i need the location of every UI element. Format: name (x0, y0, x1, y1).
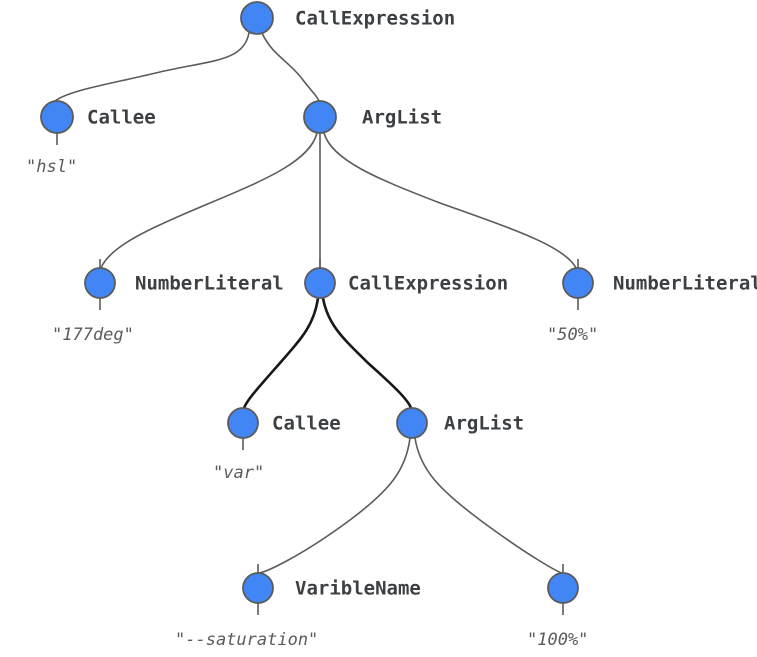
node-label: NumberLiteral (135, 273, 284, 295)
edges-layer (54, 32, 577, 574)
tree-node-arglist-n2[interactable]: ArgList (303, 100, 442, 134)
nodes-layer: CallExpressionCallee"hsl"ArgListNumberLi… (26, 1, 757, 650)
node-value-label: "100%" (527, 630, 588, 650)
tree-edge-n7-to-n9 (414, 437, 563, 574)
node-circle-icon[interactable] (240, 1, 274, 35)
tree-node-numberliteral-n5[interactable]: NumberLiteral "50%" (547, 259, 757, 345)
tree-node-callexpression-n0[interactable]: CallExpression (240, 1, 455, 35)
node-value-label: "50%" (547, 325, 598, 345)
tree-edge-n7-to-n8 (258, 437, 411, 574)
node-circle-icon[interactable] (242, 572, 274, 604)
node-label: ArgList (444, 413, 524, 435)
node-label: ArgList (362, 107, 442, 129)
node-value-label: "hsl" (26, 157, 77, 177)
tree-edge-n2-to-n3 (100, 132, 318, 269)
node-label: NumberLiteral (613, 273, 757, 295)
node-label: Callee (87, 107, 156, 129)
node-circle-icon[interactable] (396, 407, 428, 439)
tree-edge-n0-to-n2 (261, 32, 320, 102)
node-circle-icon[interactable] (562, 267, 594, 299)
node-circle-icon[interactable] (40, 100, 74, 134)
node-circle-icon[interactable] (227, 407, 259, 439)
node-circle-icon[interactable] (547, 572, 579, 604)
tree-node-unlabeled-n9[interactable]: "100%" (527, 564, 588, 650)
tree-node-callee-n1[interactable]: Callee "hsl" (26, 100, 156, 177)
node-label: Callee (272, 413, 341, 435)
node-value-label: "var" (213, 463, 264, 483)
tree-node-variblename-n8[interactable]: VaribleName "--saturation" (175, 564, 421, 650)
tree-node-callee-n6[interactable]: Callee "var" (213, 407, 341, 483)
tree-node-arglist-n7[interactable]: ArgList (396, 407, 524, 439)
tree-node-callexpression-n4[interactable]: CallExpression (304, 259, 508, 299)
node-circle-icon[interactable] (303, 100, 337, 134)
node-label: CallExpression (348, 273, 508, 295)
tree-node-numberliteral-n3[interactable]: NumberLiteral "177deg" (52, 259, 284, 345)
node-value-label: "--saturation" (175, 630, 318, 650)
tree-edge-n4-to-n6 (242, 296, 320, 410)
node-label: CallExpression (295, 8, 455, 30)
tree-edge-n0-to-n1 (54, 32, 250, 102)
tree-edge-n4-to-n7 (321, 296, 413, 410)
node-label: VaribleName (295, 578, 421, 600)
node-circle-icon[interactable] (84, 267, 116, 299)
node-value-label: "177deg" (52, 325, 134, 345)
tree-edge-n2-to-n5 (323, 132, 577, 269)
node-circle-icon[interactable] (304, 267, 336, 299)
